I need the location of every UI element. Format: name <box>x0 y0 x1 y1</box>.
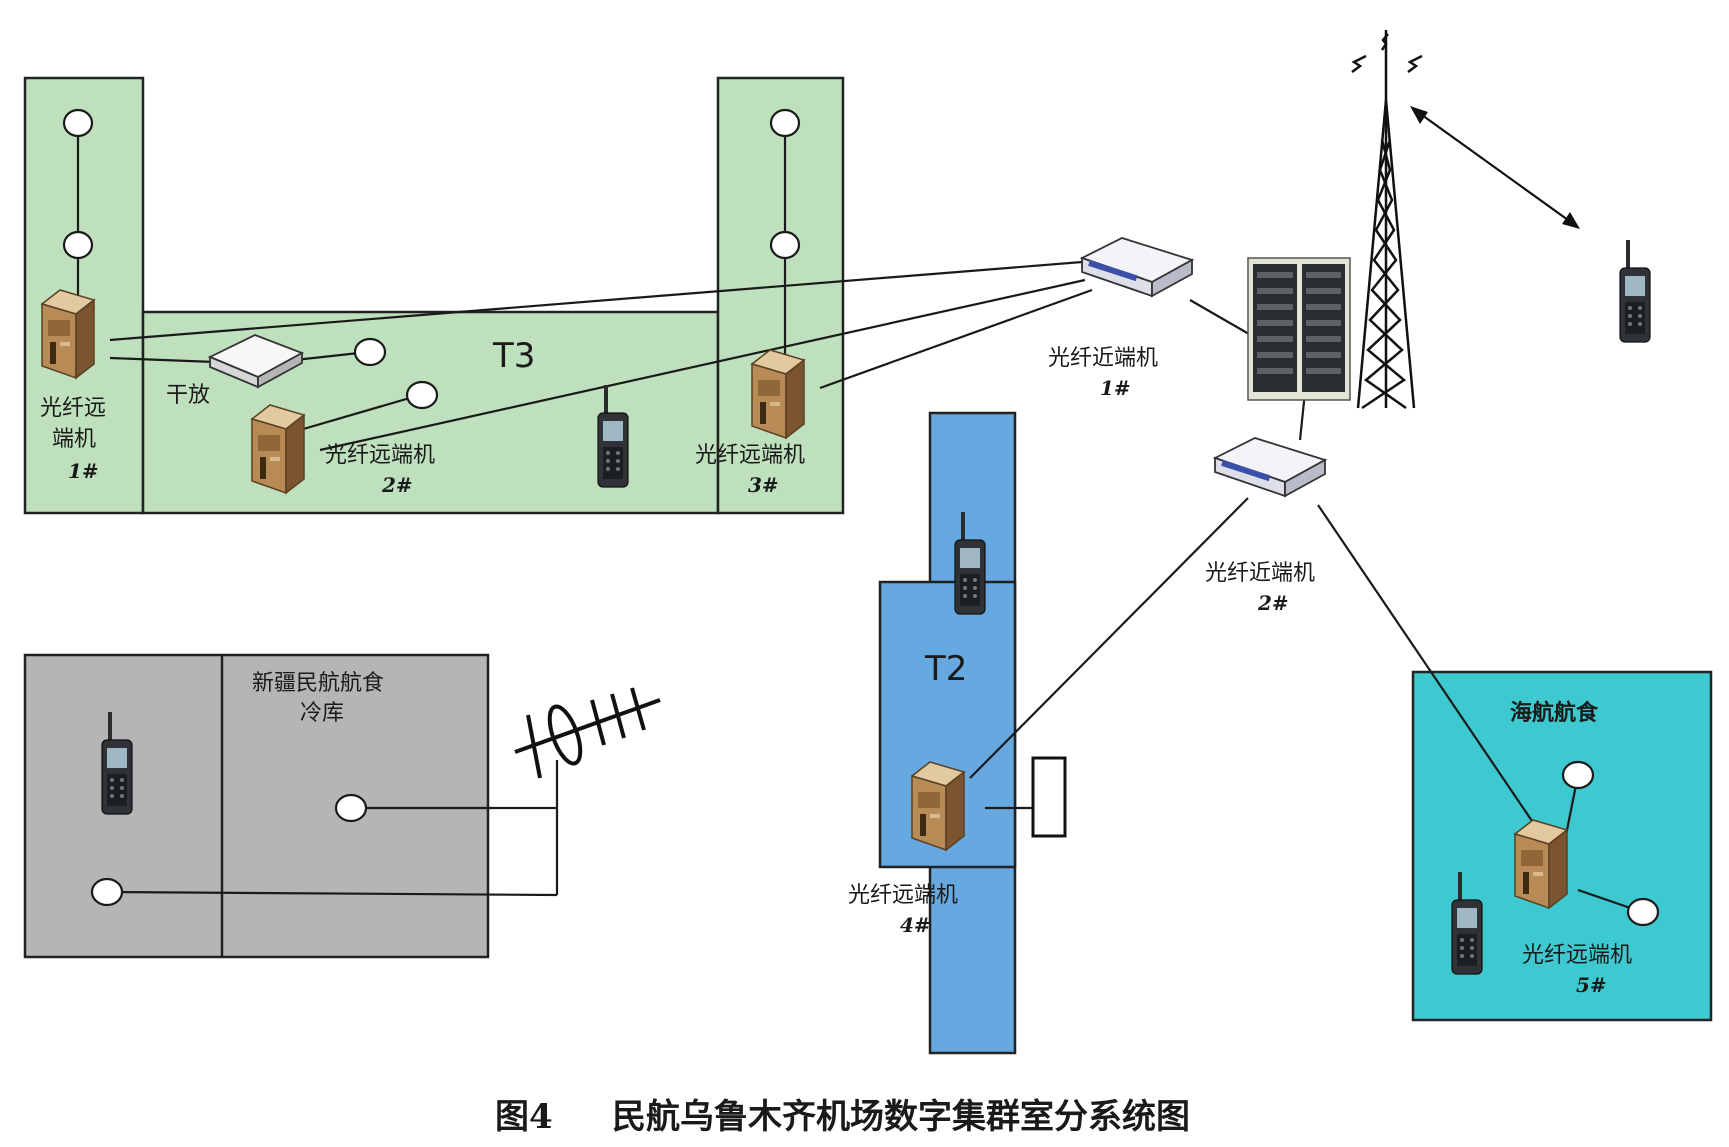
leaky-cable-icon <box>1031 756 1067 838</box>
antenna-node-icon <box>62 108 94 138</box>
antenna-node-icon <box>769 230 801 260</box>
near-unit-2-label: 光纤近端机 <box>1205 561 1315 586</box>
near-unit-1-label: 光纤近端机 <box>1048 346 1158 371</box>
hainan-catering-label: 海航航食 <box>1510 700 1599 726</box>
fiber-remote-unit-icon <box>911 761 965 851</box>
fiber-near-unit-icon <box>1214 437 1326 497</box>
line-amplifier-icon <box>207 334 305 389</box>
near-unit-1-number: 1# <box>1100 376 1131 400</box>
fiber-near-unit-icon <box>1081 237 1193 297</box>
antenna-node-icon <box>405 380 439 410</box>
fiber-remote-unit-icon <box>41 289 95 379</box>
remote-unit-4-label: 光纤远端机 <box>848 883 958 908</box>
remote-unit-5-number: 5# <box>1576 973 1607 997</box>
antenna-node-icon <box>1626 897 1660 927</box>
remote-unit-1-label-line2: 端机 <box>52 427 96 452</box>
antenna-nodes <box>62 108 1660 927</box>
figure-caption: 民航乌鲁木齐机场数字集群室分系统图 <box>612 1097 1190 1137</box>
antenna-node-icon <box>62 230 94 260</box>
t3-zone-label: T3 <box>492 336 535 376</box>
fiber-remote-unit-icon <box>1514 819 1568 909</box>
remote-unit-1-label-line1: 光纤远 <box>40 396 106 421</box>
t2-zone-label: T2 <box>924 649 967 689</box>
remote-unit-4-number: 4# <box>900 913 931 937</box>
cold-storage-label-line2: 冷库 <box>300 701 344 726</box>
near-unit-2-number: 2# <box>1257 591 1289 615</box>
wireless-link-icon <box>1410 106 1580 229</box>
antenna-node-icon <box>353 337 387 367</box>
figure-number: 图4 <box>495 1097 553 1137</box>
handheld-radio-icon <box>1619 239 1651 343</box>
remote-unit-2-label: 光纤远端机 <box>325 443 435 468</box>
base-station-rack-icon <box>1247 257 1351 401</box>
antenna-node-icon <box>334 793 368 823</box>
fiber-remote-unit-icon <box>251 404 305 494</box>
yagi-antenna-icon <box>514 687 661 779</box>
radio-tower-icon <box>1351 30 1423 410</box>
remote-unit-3-label: 光纤远端机 <box>695 443 805 468</box>
antenna-node-icon <box>90 877 124 907</box>
antenna-node-icon <box>769 108 801 138</box>
remote-unit-2-number: 2# <box>381 473 413 497</box>
remote-unit-1-number: 1# <box>68 459 99 483</box>
antenna-node-icon <box>1561 760 1595 790</box>
cold-storage-zone <box>23 653 490 959</box>
amplifier-label: 干放 <box>166 383 210 408</box>
t2-zone <box>878 411 1017 1055</box>
remote-unit-5-label: 光纤远端机 <box>1522 943 1632 968</box>
remote-unit-3-number: 3# <box>748 473 779 497</box>
cold-storage-label-line1: 新疆民航航食 <box>252 671 384 696</box>
fiber-remote-unit-icon <box>751 349 805 439</box>
